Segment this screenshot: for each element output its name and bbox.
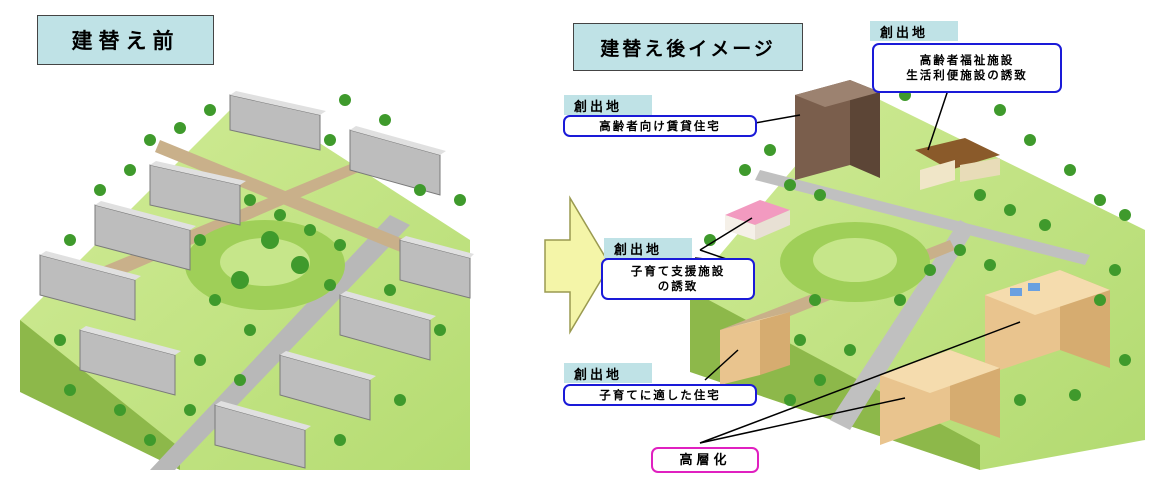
highrise-label: 高層化 xyxy=(651,447,759,473)
childcare-facility xyxy=(725,200,790,240)
welfare-facility xyxy=(915,138,1000,190)
senior-rental-building xyxy=(795,80,880,180)
created-land-tag-senior-rental: 創出地 xyxy=(564,95,652,115)
callout-welfare-facility: 高齢者福祉施設 生活利便施設の誘致 xyxy=(872,43,1062,93)
created-land-tag-childcare: 創出地 xyxy=(604,238,692,258)
callout-line: 高齢者福祉施設 xyxy=(919,53,1015,67)
after-title: 建替え後イメージ xyxy=(573,23,803,71)
highrise-buildings xyxy=(880,270,1110,445)
trees xyxy=(694,69,1131,406)
callout-childcare-facility: 子育て支援施設 の誘致 xyxy=(601,258,755,300)
callout-line: 子育てに適した住宅 xyxy=(599,387,721,402)
callout-line: 生活利便施設の誘致 xyxy=(906,68,1028,82)
callout-line: 子育て支援施設 xyxy=(630,264,726,278)
created-land-tag-family-housing: 創出地 xyxy=(564,363,652,383)
callout-line: の誘致 xyxy=(657,279,699,293)
callout-family-housing: 子育てに適した住宅 xyxy=(563,384,757,406)
leader-lines xyxy=(694,89,1021,444)
callout-senior-rental: 高齢者向け賃貸住宅 xyxy=(563,115,757,137)
after-illustration xyxy=(690,69,1145,470)
callout-line: 高齢者向け賃貸住宅 xyxy=(599,118,721,133)
created-land-tag-welfare: 創出地 xyxy=(870,21,958,41)
transition-arrow xyxy=(544,195,611,335)
trees xyxy=(54,94,466,446)
family-housing-building xyxy=(720,312,790,385)
before-illustration xyxy=(20,91,474,470)
before-title: 建替え前 xyxy=(37,15,214,65)
